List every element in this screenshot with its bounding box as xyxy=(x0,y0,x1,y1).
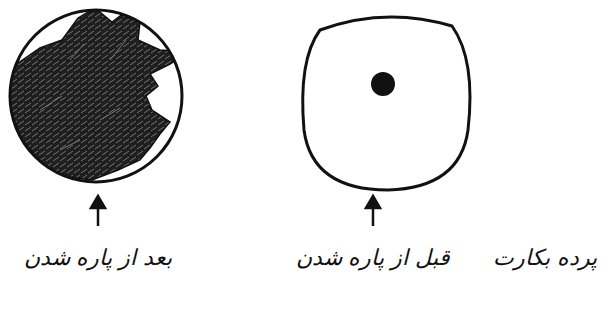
hymen-opening xyxy=(371,72,395,96)
leader-arrows xyxy=(91,196,380,226)
figure-label: قبل از پاره شدن xyxy=(296,244,451,273)
intact-hymen xyxy=(303,17,470,190)
outline-circle xyxy=(10,10,182,182)
figure-title: پرده بکارت xyxy=(493,244,597,273)
figure-label: بعد از پاره شدن xyxy=(24,244,173,273)
